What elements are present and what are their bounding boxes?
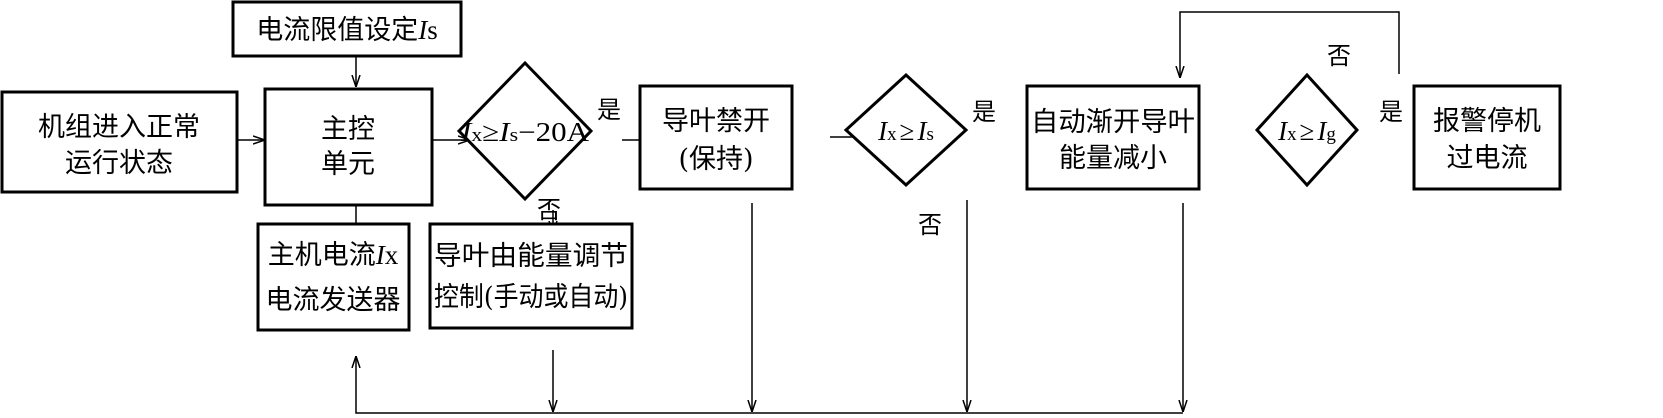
auto-box-line2: 能量减小 <box>1059 143 1167 174</box>
limit-label: 电流限值设定 <box>256 15 418 46</box>
label-d1-yes: 是 <box>597 96 621 124</box>
guide-ctrl-box-line2: 控制(手动或自动) <box>434 282 628 313</box>
connectors <box>237 11 1504 414</box>
decision-d2: Ix≥Is <box>843 72 969 188</box>
sender-symbol: I <box>375 240 387 270</box>
start-box: 机组进入正常 运行状态 <box>0 90 239 194</box>
alarm-box: 报警停机 过电流 <box>1412 84 1562 191</box>
hold-box-line2: (保持) <box>678 144 753 175</box>
auto-box: 自动渐开导叶 能量减小 <box>1025 84 1201 191</box>
guide-ctrl-box-line1: 导叶由能量调节 <box>434 241 628 272</box>
alarm-box-line1: 报警停机 <box>1433 106 1541 137</box>
ctrl-box-line1: 主控 <box>321 114 375 145</box>
sender-box-line2: 电流发送器 <box>266 285 401 316</box>
label-d2-yes: 是 <box>972 98 996 126</box>
guide-ctrl-box: 导叶由能量调节 控制(手动或自动) <box>428 222 634 330</box>
limit-box: 电流限值设定Is <box>231 0 463 58</box>
limit-subscript: s <box>427 15 438 45</box>
label-d2-no: 否 <box>918 211 942 239</box>
sender-label: 主机电流 <box>268 240 376 271</box>
decision-d1: Ix≥Is−20A <box>456 60 594 202</box>
limit-box-text: 电流限值设定Is <box>256 15 438 46</box>
ctrl-box: 主控 单元 <box>263 87 434 207</box>
arrow-feedback-to-sender <box>356 356 1183 414</box>
decision-d3: Ix≥Ig <box>1254 72 1360 188</box>
decision-d2-condition: Ix≥Is <box>877 116 934 146</box>
limit-symbol: I <box>417 15 429 45</box>
sender-box-line1: 主机电流Ix <box>268 240 399 271</box>
decision-d1-condition: Ix≥Is−20A <box>460 117 590 147</box>
ctrl-box-line2: 单元 <box>321 149 375 180</box>
sender-subscript: x <box>385 240 399 270</box>
sender-box: 主机电流Ix 电流发送器 <box>256 222 411 332</box>
arrow-d3-no-loop <box>1180 11 1400 78</box>
start-box-line2: 运行状态 <box>65 148 173 179</box>
label-d1-no: 否 <box>537 196 561 224</box>
label-d3-no: 否 <box>1327 42 1351 70</box>
hold-box: 导叶禁开 (保持) <box>638 84 794 191</box>
start-box-line1: 机组进入正常 <box>38 112 200 143</box>
hold-box-line1: 导叶禁开 <box>662 106 770 137</box>
label-d3-yes: 是 <box>1379 98 1403 126</box>
decision-d3-condition: Ix≥Ig <box>1277 116 1336 146</box>
auto-box-line1: 自动渐开导叶 <box>1031 107 1195 138</box>
alarm-box-line2: 过电流 <box>1447 143 1528 174</box>
